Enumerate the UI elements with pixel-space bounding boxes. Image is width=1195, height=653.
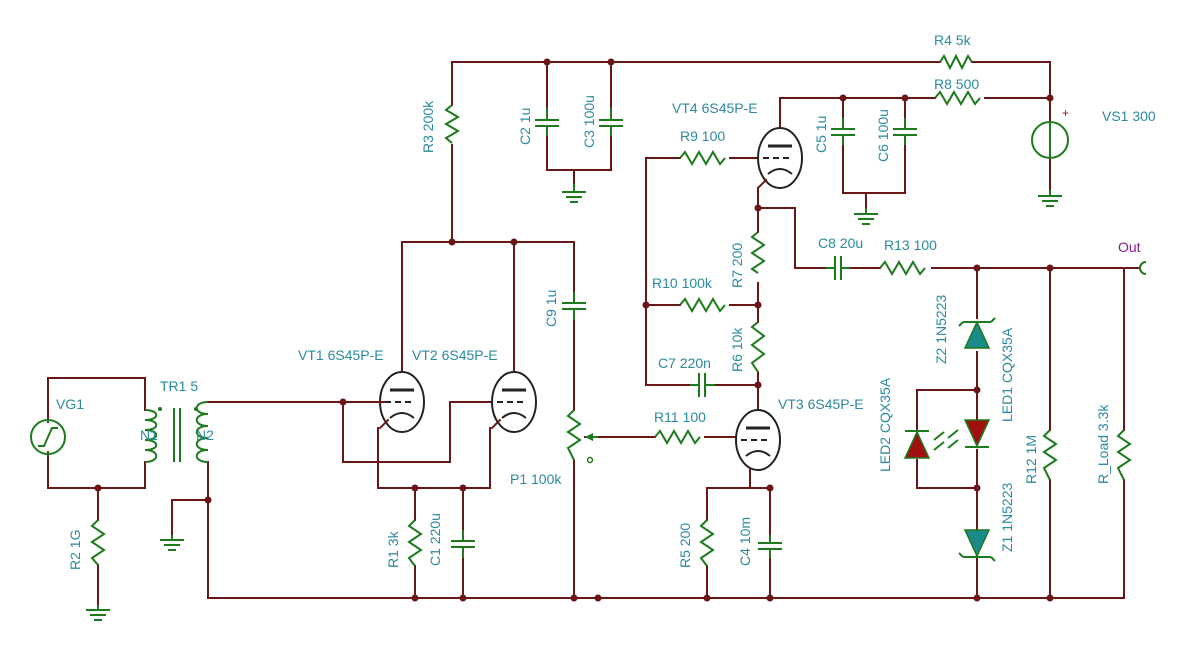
label-R9: R9 100 — [680, 128, 725, 144]
label-C6: C6 100u — [875, 109, 891, 162]
label-C3: C3 100u — [581, 95, 597, 148]
label-R12: R12 1M — [1023, 435, 1039, 484]
label-C7: C7 220n — [658, 355, 711, 371]
label-R10: R10 100k — [652, 275, 713, 291]
label-VT3: VT3 6S45P-E — [778, 396, 864, 412]
resistor-R2 — [90, 519, 106, 566]
resistor-R13 — [879, 260, 926, 276]
signal-generator-VG1 — [30, 419, 66, 455]
resistor-R5 — [699, 519, 715, 567]
led-LED1 — [947, 419, 991, 449]
label-LED2: LED2 CQX35A — [877, 377, 893, 472]
label-N1: N1 — [140, 427, 158, 443]
label-C1: C1 220u — [427, 513, 443, 566]
label-R13: R13 100 — [884, 237, 937, 253]
resistor-R3 — [444, 104, 460, 144]
label-C9: C9 1u — [543, 290, 559, 327]
capacitor-C6 — [893, 118, 917, 145]
label-C2: C2 1u — [517, 108, 533, 145]
capacitor-C4 — [758, 535, 782, 558]
capacitor-C1 — [451, 530, 475, 558]
label-plus: + — [1062, 106, 1069, 120]
label-R5: R5 200 — [677, 523, 693, 568]
capacitor-C9 — [562, 292, 586, 320]
label-VT2: VT2 6S45P-E — [412, 347, 498, 363]
zener-Z1 — [958, 529, 996, 562]
capacitor-C2 — [535, 108, 559, 136]
capacitor-C8 — [826, 256, 850, 280]
label-R11: R11 100 — [654, 409, 706, 425]
label-Z2: Z2 1N5223 — [933, 295, 949, 364]
label-VG1: VG1 — [56, 396, 84, 412]
label-C8: C8 20u — [818, 235, 863, 251]
label-VS1: VS1 300 — [1102, 108, 1156, 124]
tube-VT2 — [490, 371, 537, 433]
resistor-R11 — [654, 429, 701, 445]
voltage-source-VS1 — [1031, 121, 1069, 159]
label-R_Load: R_Load 3.3k — [1095, 404, 1111, 484]
resistor-R1 — [407, 519, 423, 567]
component-labels: R4 5k R8 500 VS1 300 + R3 200k C2 1u C3 … — [56, 32, 1156, 570]
label-R6: R6 10k — [729, 327, 745, 372]
tube-VT4 — [756, 127, 803, 190]
zener-Z2 — [958, 317, 996, 349]
junction-dots — [94, 58, 1054, 602]
label-P1: P1 100k — [510, 471, 562, 487]
capacitor-C3 — [599, 108, 623, 136]
label-R3: R3 200k — [420, 100, 436, 153]
label-R7: R7 200 — [729, 243, 745, 288]
potentiometer-P1 — [566, 409, 598, 464]
label-VT4: VT4 6S45P-E — [672, 100, 758, 116]
label-C4: C4 10m — [737, 517, 753, 566]
capacitor-C5 — [831, 118, 855, 145]
label-LED1: LED1 CQX35A — [999, 327, 1015, 422]
label-VT1: VT1 6S45P-E — [298, 347, 384, 363]
resistor-R-Load — [1116, 429, 1132, 481]
resistor-R6 — [750, 321, 766, 373]
ground-symbols — [86, 184, 1062, 621]
capacitor-C7 — [690, 373, 715, 397]
label-R8: R8 500 — [934, 76, 979, 92]
tube-VT3 — [735, 409, 781, 471]
label-R2: R2 1G — [67, 530, 83, 570]
label-TR1: TR1 5 — [160, 378, 198, 394]
resistor-R9 — [679, 150, 726, 166]
label-N2: N2 — [196, 427, 214, 443]
led-LED2 — [903, 430, 945, 459]
resistor-R12 — [1042, 429, 1058, 481]
label-C5: C5 1u — [813, 116, 829, 153]
label-R1: R1 3k — [385, 530, 401, 568]
resistor-R8 — [934, 90, 981, 106]
label-Out: Out — [1118, 239, 1141, 255]
label-R4: R4 5k — [934, 32, 972, 48]
resistor-R7 — [750, 231, 766, 274]
output-terminal — [1134, 261, 1147, 275]
resistor-R4 — [939, 53, 973, 71]
tube-VT1 — [378, 371, 425, 433]
resistor-R10 — [679, 297, 726, 313]
transformer-TR1 — [144, 401, 209, 463]
label-Z1: Z1 1N5223 — [999, 483, 1015, 552]
